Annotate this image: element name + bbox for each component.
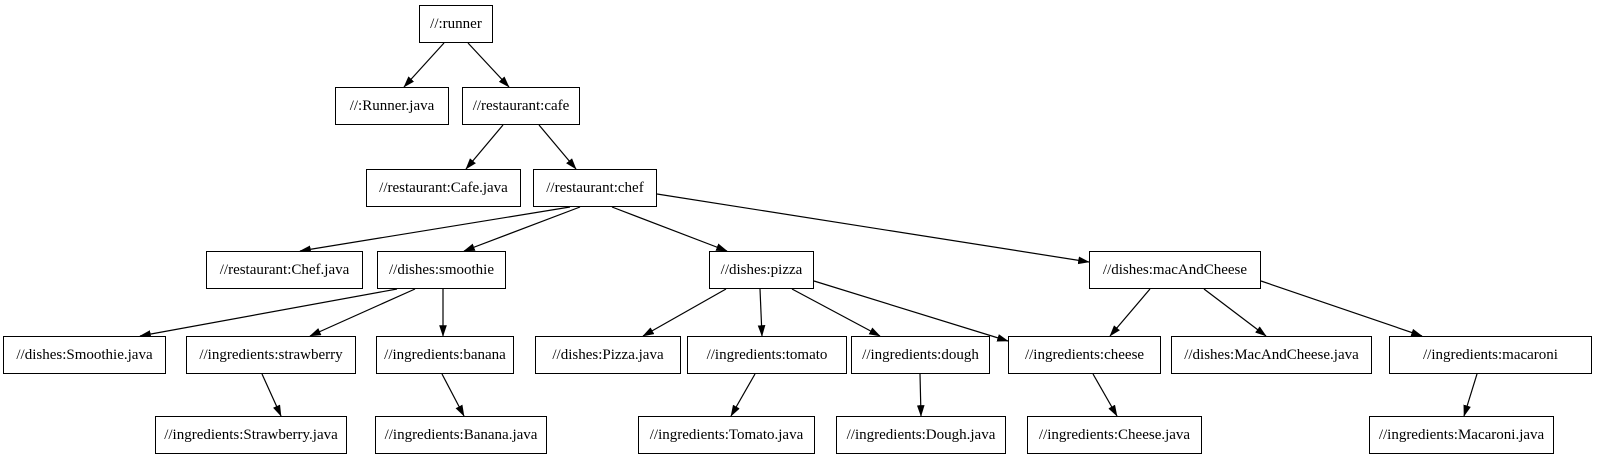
graph-node-label: //ingredients:tomato: [706, 346, 828, 363]
graph-node-label: //dishes:smoothie: [389, 261, 494, 278]
graph-node-macandcheese_java[interactable]: //dishes:MacAndCheese.java: [1171, 336, 1372, 374]
graph-node-label: //ingredients:Dough.java: [846, 426, 996, 443]
edges: [139, 42, 1478, 417]
graph-node-pizza_java[interactable]: //dishes:Pizza.java: [535, 336, 681, 374]
graph-node-label: //ingredients:Cheese.java: [1038, 426, 1191, 443]
graph-node-label: //dishes:pizza: [720, 261, 803, 278]
graph-edge-chef-to-macandcheese: [656, 193, 1090, 265]
graph-edge-macandcheese-to-macaroni: [1260, 280, 1423, 337]
graph-edge-macandcheese-to-cheese: [1109, 288, 1151, 337]
graph-node-macandcheese[interactable]: //dishes:macAndCheese: [1089, 251, 1261, 289]
graph-node-label: //restaurant:chef: [546, 179, 644, 196]
graph-node-macaroni[interactable]: //ingredients:macaroni: [1389, 336, 1592, 374]
graph-edge-pizza-to-cheese: [813, 280, 1009, 342]
graph-edge-cafe-to-chef: [538, 124, 577, 170]
graph-node-label: //restaurant:cafe: [472, 97, 570, 114]
graph-node-tomato[interactable]: //ingredients:tomato: [687, 336, 847, 374]
graph-node-label: //ingredients:Strawberry.java: [164, 426, 338, 443]
graph-node-label: //dishes:MacAndCheese.java: [1184, 346, 1359, 363]
graph-node-macaroni_java[interactable]: //ingredients:Macaroni.java: [1369, 416, 1554, 454]
graph-node-label: //ingredients:macaroni: [1423, 346, 1558, 363]
graph-node-cheese_java[interactable]: //ingredients:Cheese.java: [1027, 416, 1202, 454]
graph-edge-runner-to-runner_java: [403, 42, 445, 88]
graph-node-runner_java[interactable]: //:Runner.java: [335, 87, 449, 125]
graph-node-cafe_java[interactable]: //restaurant:Cafe.java: [366, 169, 521, 207]
graph-node-banana[interactable]: //ingredients:banana: [376, 336, 514, 374]
graph-edge-macaroni-to-macaroni_java: [1463, 373, 1478, 417]
graph-edge-cafe-to-cafe_java: [465, 124, 504, 170]
graph-node-smoothie[interactable]: //dishes:smoothie: [377, 251, 506, 289]
graph-node-runner[interactable]: //:runner: [419, 5, 493, 43]
graph-node-label: //ingredients:cheese: [1024, 346, 1145, 363]
graph-node-label: //ingredients:dough: [862, 346, 979, 363]
graph-edge-tomato-to-tomato_java: [730, 373, 756, 417]
graph-edge-pizza-to-dough: [791, 288, 881, 337]
graph-node-dough[interactable]: //ingredients:dough: [851, 336, 990, 374]
graph-node-label: //:runner: [430, 15, 482, 32]
graph-node-label: //ingredients:banana: [384, 346, 506, 363]
graph-node-label: //dishes:Smoothie.java: [16, 346, 153, 363]
graph-node-label: //dishes:macAndCheese: [1102, 261, 1248, 278]
graph-edge-cheese-to-cheese_java: [1092, 373, 1118, 417]
graph-node-label: //:Runner.java: [349, 97, 435, 114]
graph-edge-pizza-to-tomato: [757, 288, 766, 337]
graph-edge-macandcheese-to-macandcheese_java: [1203, 288, 1267, 337]
graph-edge-runner-to-cafe: [467, 42, 510, 88]
graph-edge-dough-to-dough_java: [916, 373, 925, 417]
graph-node-smoothie_java[interactable]: //dishes:Smoothie.java: [3, 336, 166, 374]
graph-node-label: //restaurant:Chef.java: [219, 261, 350, 278]
graph-node-label: //ingredients:Tomato.java: [649, 426, 804, 443]
graph-node-banana_java[interactable]: //ingredients:Banana.java: [375, 416, 547, 454]
graph-node-cafe[interactable]: //restaurant:cafe: [462, 87, 580, 125]
graph-edge-banana-to-banana_java: [441, 373, 465, 417]
graph-edge-strawberry-to-strawberry_java: [261, 373, 282, 417]
graph-edge-smoothie-to-smoothie_java: [139, 288, 398, 338]
graph-node-chef_java[interactable]: //restaurant:Chef.java: [206, 251, 363, 289]
graph-edge-chef-to-pizza: [611, 206, 728, 252]
graph-node-strawberry_java[interactable]: //ingredients:Strawberry.java: [155, 416, 347, 454]
graph-node-strawberry[interactable]: //ingredients:strawberry: [186, 336, 356, 374]
graph-node-label: //ingredients:Macaroni.java: [1378, 426, 1545, 443]
graph-edge-smoothie-to-strawberry: [309, 288, 416, 337]
graph-node-tomato_java[interactable]: //ingredients:Tomato.java: [638, 416, 815, 454]
graph-edge-chef-to-smoothie: [463, 206, 581, 252]
graph-edge-pizza-to-pizza_java: [642, 288, 727, 337]
graph-node-label: //dishes:Pizza.java: [552, 346, 664, 363]
graph-node-cheese[interactable]: //ingredients:cheese: [1008, 336, 1161, 374]
graph-node-label: //ingredients:Banana.java: [384, 426, 538, 443]
graph-node-label: //restaurant:Cafe.java: [379, 179, 508, 196]
graph-node-pizza[interactable]: //dishes:pizza: [709, 251, 814, 289]
graph-node-dough_java[interactable]: //ingredients:Dough.java: [836, 416, 1006, 454]
graph-edge-chef-to-chef_java: [299, 206, 571, 254]
graph-node-chef[interactable]: //restaurant:chef: [533, 169, 657, 207]
graph-node-label: //ingredients:strawberry: [199, 346, 343, 363]
